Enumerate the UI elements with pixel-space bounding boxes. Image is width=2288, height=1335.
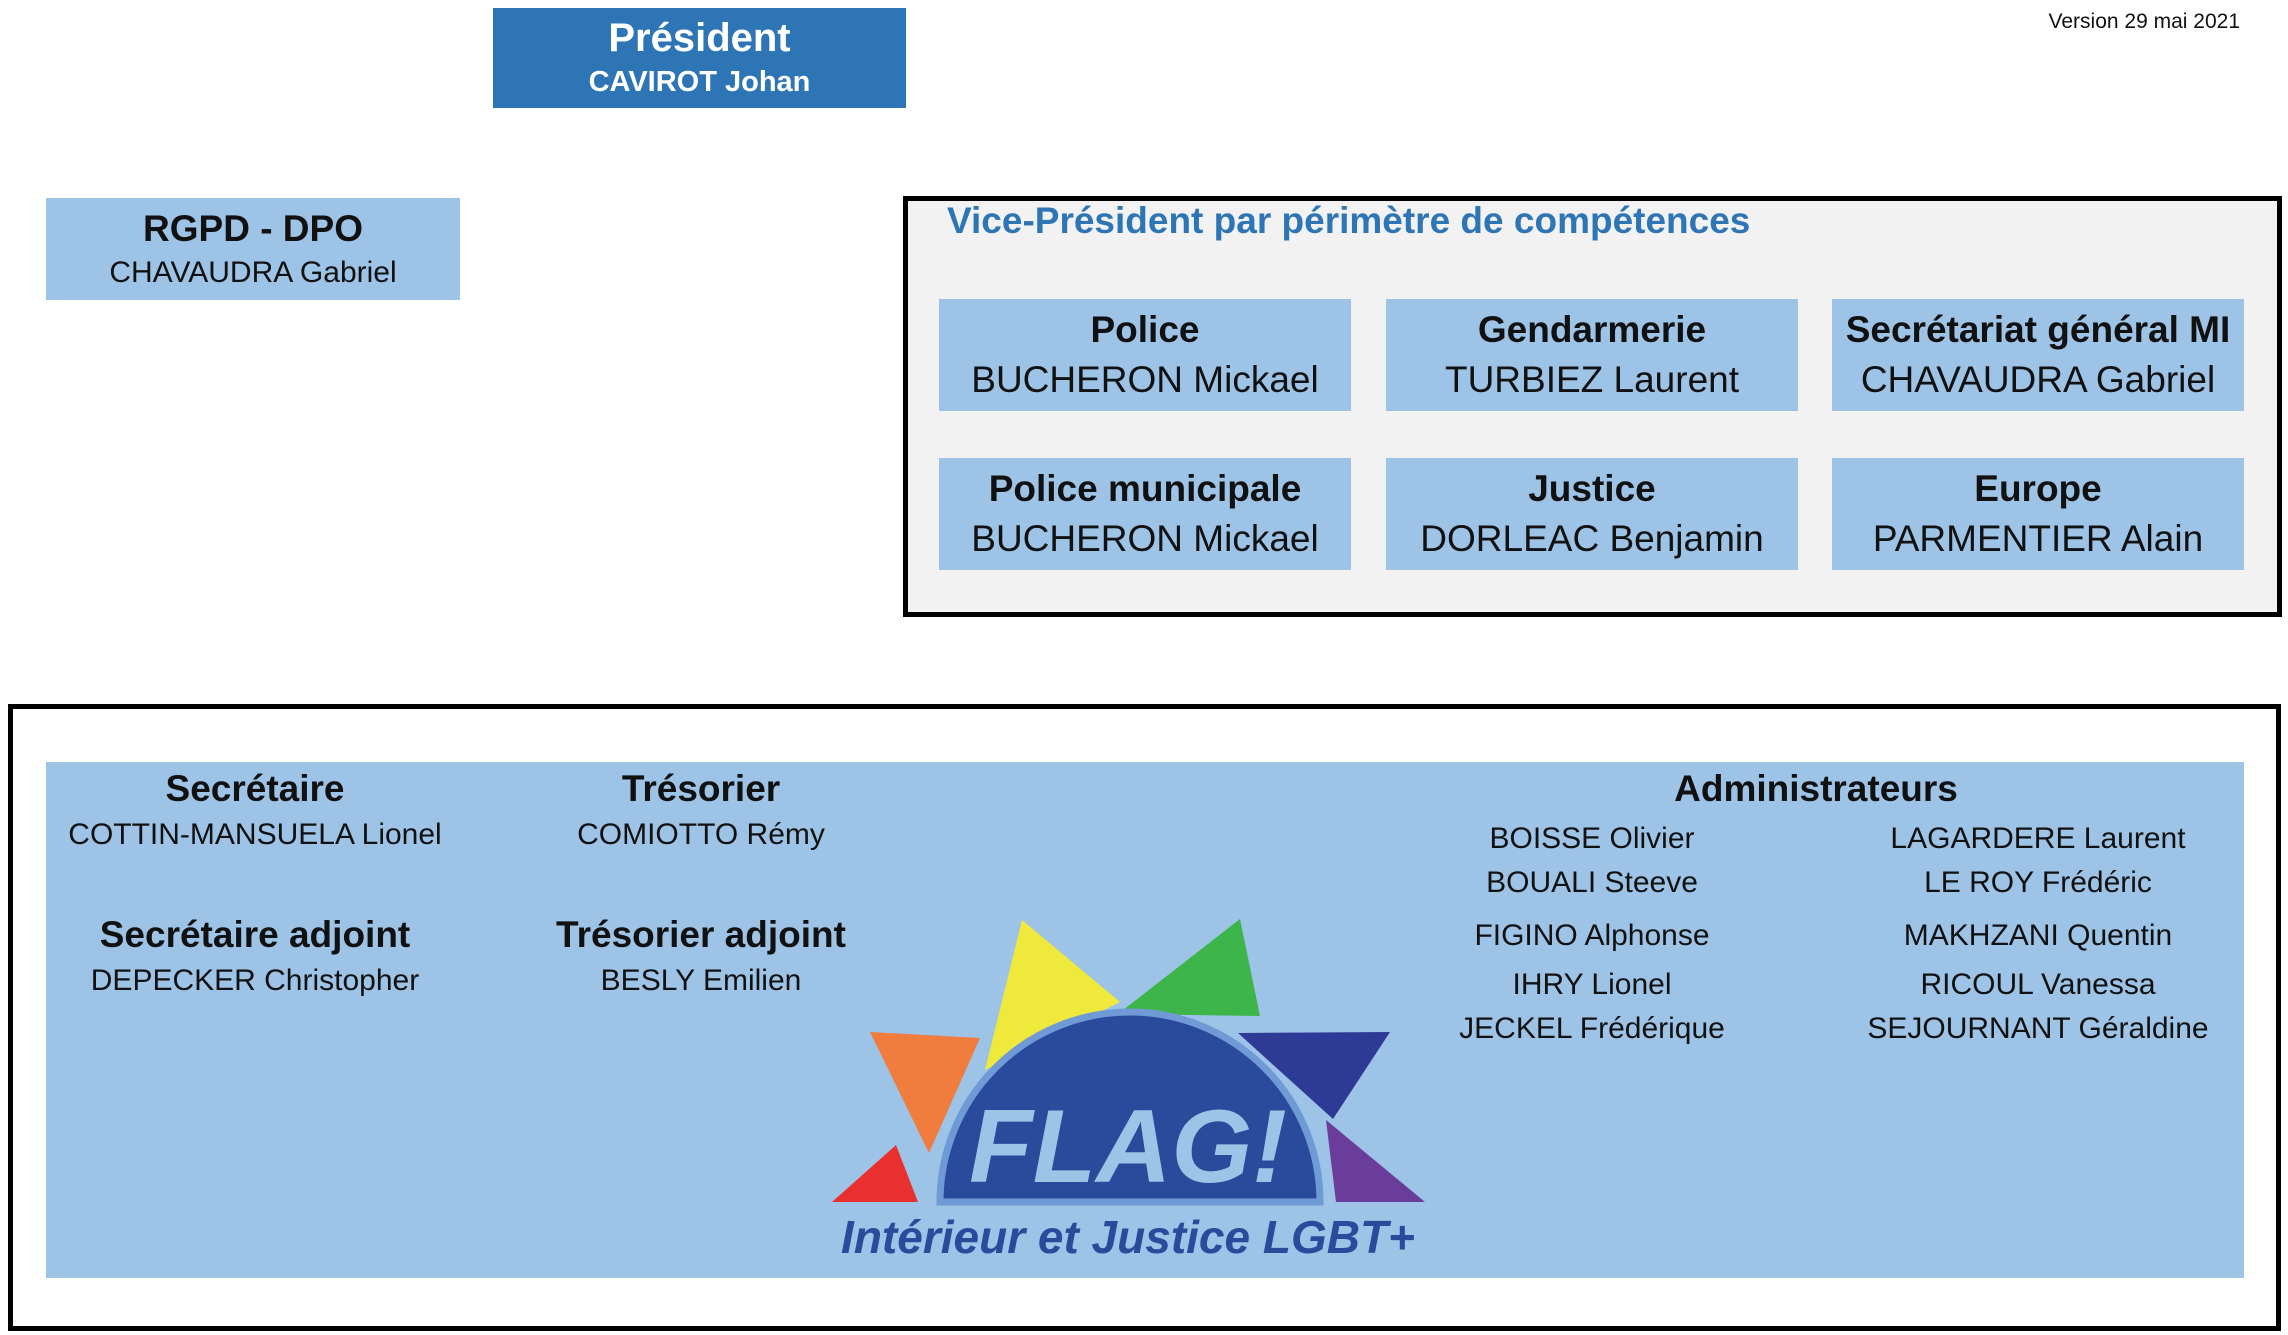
role-secretaire: Secrétaire COTTIN-MANSUELA Lionel — [50, 764, 460, 856]
logo-purple-triangle — [1326, 1120, 1425, 1202]
role-title: Trésorier adjoint — [556, 914, 846, 955]
version-date: Version 29 mai 2021 — [2048, 10, 2240, 33]
administrateurs-heading: Administrateurs — [1466, 764, 2166, 814]
vp-card-name: CHAVAUDRA Gabriel — [1860, 359, 2216, 400]
role-name: DEPECKER Christopher — [90, 964, 420, 997]
admin-name: RICOUL Vanessa — [1920, 968, 2156, 1001]
vp-card-police: Police BUCHERON Mickael — [939, 299, 1351, 411]
vp-card-name: DORLEAC Benjamin — [1420, 518, 1764, 559]
logo-indigo-triangle — [1238, 1032, 1390, 1119]
vp-card-name: PARMENTIER Alain — [1872, 518, 2204, 559]
admin-name: LE ROY Frédéric — [1924, 866, 2152, 899]
vp-card-name: TURBIEZ Laurent — [1444, 359, 1740, 400]
logo-orange-triangle — [870, 1032, 980, 1153]
role-name: BESLY Emilien — [600, 964, 802, 997]
vp-card-name: BUCHERON Mickael — [971, 518, 1319, 559]
role-title: Trésorier — [621, 768, 781, 809]
role-name: COMIOTTO Rémy — [577, 818, 825, 851]
vp-card-name: BUCHERON Mickael — [971, 359, 1319, 400]
vp-card-title: Police municipale — [988, 468, 1302, 509]
vp-card-police-municipale: Police municipale BUCHERON Mickael — [939, 458, 1351, 570]
president-title: Président — [608, 16, 791, 60]
vp-card-justice: Justice DORLEAC Benjamin — [1386, 458, 1798, 570]
vp-card-title: Europe — [1974, 468, 2102, 509]
vp-card-title: Justice — [1528, 468, 1656, 509]
admin-name: FIGINO Alphonse — [1474, 919, 1710, 952]
vp-card-title: Police — [1090, 309, 1200, 350]
admin-name: BOISSE Olivier — [1489, 822, 1695, 855]
rgpd-title: RGPD - DPO — [143, 208, 363, 249]
flag-logo: FLAG! Intérieur et Justice LGBT+ — [832, 919, 1425, 1263]
vp-card-secretariat: Secrétariat général MI CHAVAUDRA Gabriel — [1832, 299, 2244, 411]
vice-president-heading: Vice-Président par périmètre de compéten… — [947, 200, 1751, 241]
logo-red-triangle — [832, 1145, 918, 1202]
administrateurs-title: Administrateurs — [1674, 768, 1958, 809]
admin-name: JECKEL Frédérique — [1459, 1012, 1725, 1045]
admin-name: LAGARDERE Laurent — [1890, 822, 2186, 855]
logo-green-triangle — [1118, 919, 1260, 1016]
rgpd-name: CHAVAUDRA Gabriel — [109, 256, 397, 289]
admin-name: IHRY Lionel — [1512, 968, 1672, 1001]
logo-dome — [936, 1008, 1324, 1206]
admin-name: SEJOURNANT Géraldine — [1867, 1012, 2209, 1045]
vp-card-gendarmerie: Gendarmerie TURBIEZ Laurent — [1386, 299, 1798, 411]
logo-yellow-triangle — [985, 920, 1120, 1070]
role-tresorier: Trésorier COMIOTTO Rémy — [496, 764, 906, 856]
role-name: COTTIN-MANSUELA Lionel — [68, 818, 442, 851]
role-title: Secrétaire adjoint — [99, 914, 411, 955]
president-name: CAVIROT Johan — [588, 66, 811, 98]
logo-wordmark: FLAG! — [969, 1089, 1287, 1205]
rgpd-box: RGPD - DPO CHAVAUDRA Gabriel — [46, 198, 460, 300]
role-secretaire-adjoint: Secrétaire adjoint DEPECKER Christopher — [50, 910, 460, 1002]
vp-card-title: Gendarmerie — [1477, 309, 1707, 350]
vp-card-title: Secrétariat général MI — [1845, 309, 2231, 350]
logo-tagline: Intérieur et Justice LGBT+ — [841, 1211, 1415, 1263]
vp-card-europe: Europe PARMENTIER Alain — [1832, 458, 2244, 570]
admin-name: BOUALI Steeve — [1486, 866, 1698, 899]
role-tresorier-adjoint: Trésorier adjoint BESLY Emilien — [496, 910, 906, 1002]
president-box: Président CAVIROT Johan — [493, 8, 906, 108]
role-title: Secrétaire — [165, 768, 345, 809]
admin-name: MAKHZANI Quentin — [1903, 919, 2173, 952]
